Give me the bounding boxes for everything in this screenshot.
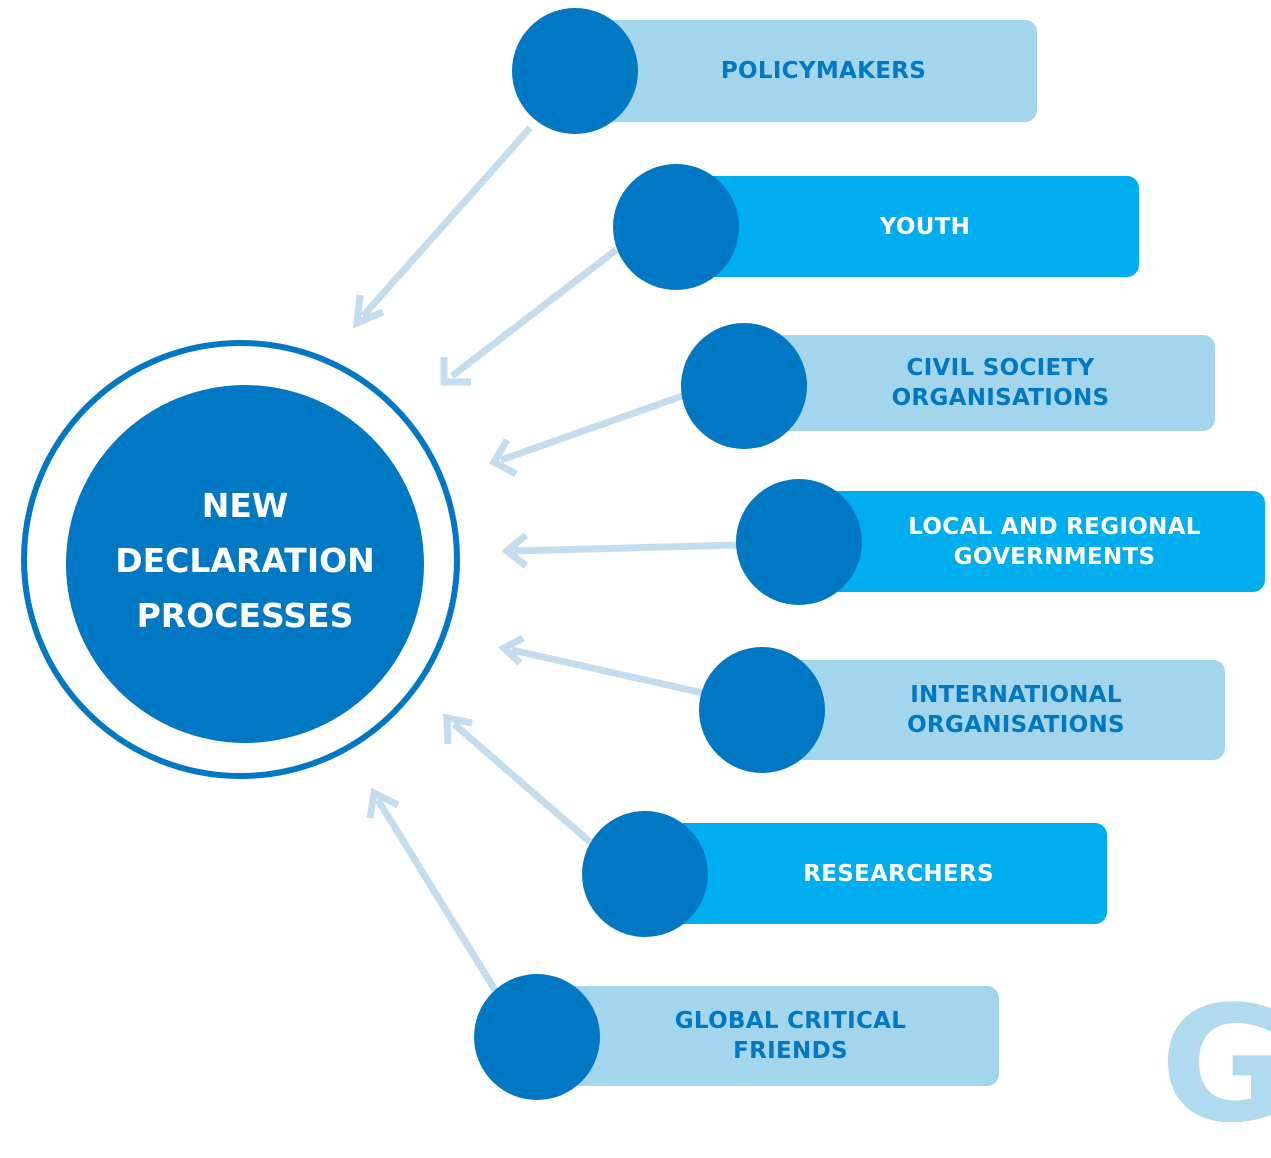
- stakeholder-label: YOUTH: [879, 213, 971, 240]
- arrow-youth: [440, 247, 619, 386]
- stakeholder-label: GLOBAL CRITICAL FRIENDS: [674, 1008, 907, 1064]
- stakeholder-pill-researchers: RESEARCHERS: [645, 823, 1107, 924]
- arrow-international: [498, 634, 704, 697]
- stakeholder-dot-civil-society: [681, 323, 807, 449]
- stakeholder-label: INTERNATIONAL ORGANISATIONS: [907, 682, 1125, 738]
- stakeholder-label: CIVIL SOCIETY ORGANISATIONS: [891, 355, 1110, 411]
- stakeholder-dot-global-critical: [474, 974, 600, 1100]
- arrow-civil-society: [489, 391, 687, 478]
- center-node: NEW DECLARATION PROCESSES: [66, 385, 424, 743]
- stakeholder-dot-international: [699, 647, 825, 773]
- stakeholder-label: LOCAL AND REGIONAL GOVERNMENTS: [908, 513, 1201, 570]
- stakeholder-dot-youth: [613, 164, 739, 290]
- connector-arrows: [352, 125, 741, 992]
- stakeholder-pill-youth: YOUTH: [676, 176, 1139, 277]
- arrow-researchers: [443, 713, 593, 845]
- watermark-logo: G: [1160, 971, 1271, 1158]
- stakeholder-dot-researchers: [582, 811, 708, 937]
- arrow-local-regional: [501, 532, 741, 569]
- stakeholder-pill-civil-society: CIVIL SOCIETY ORGANISATIONS: [744, 335, 1215, 431]
- arrow-global-critical: [366, 787, 498, 992]
- stakeholder-label: RESEARCHERS: [803, 860, 994, 887]
- stakeholder-pill-global-critical: GLOBAL CRITICAL FRIENDS: [537, 986, 999, 1086]
- stakeholder-dot-local-regional: [736, 479, 862, 605]
- stakeholder-pill-local-regional: LOCAL AND REGIONAL GOVERNMENTS: [799, 491, 1265, 592]
- stakeholder-pill-international: INTERNATIONAL ORGANISATIONS: [762, 660, 1225, 760]
- stakeholder-label: POLICYMAKERS: [720, 58, 927, 84]
- stakeholder-pill-policymakers: POLICYMAKERS: [575, 20, 1037, 122]
- center-label: NEW DECLARATION PROCESSES: [115, 485, 375, 635]
- stakeholder-dot-policymakers: [512, 8, 638, 134]
- arrow-policymakers: [352, 125, 533, 329]
